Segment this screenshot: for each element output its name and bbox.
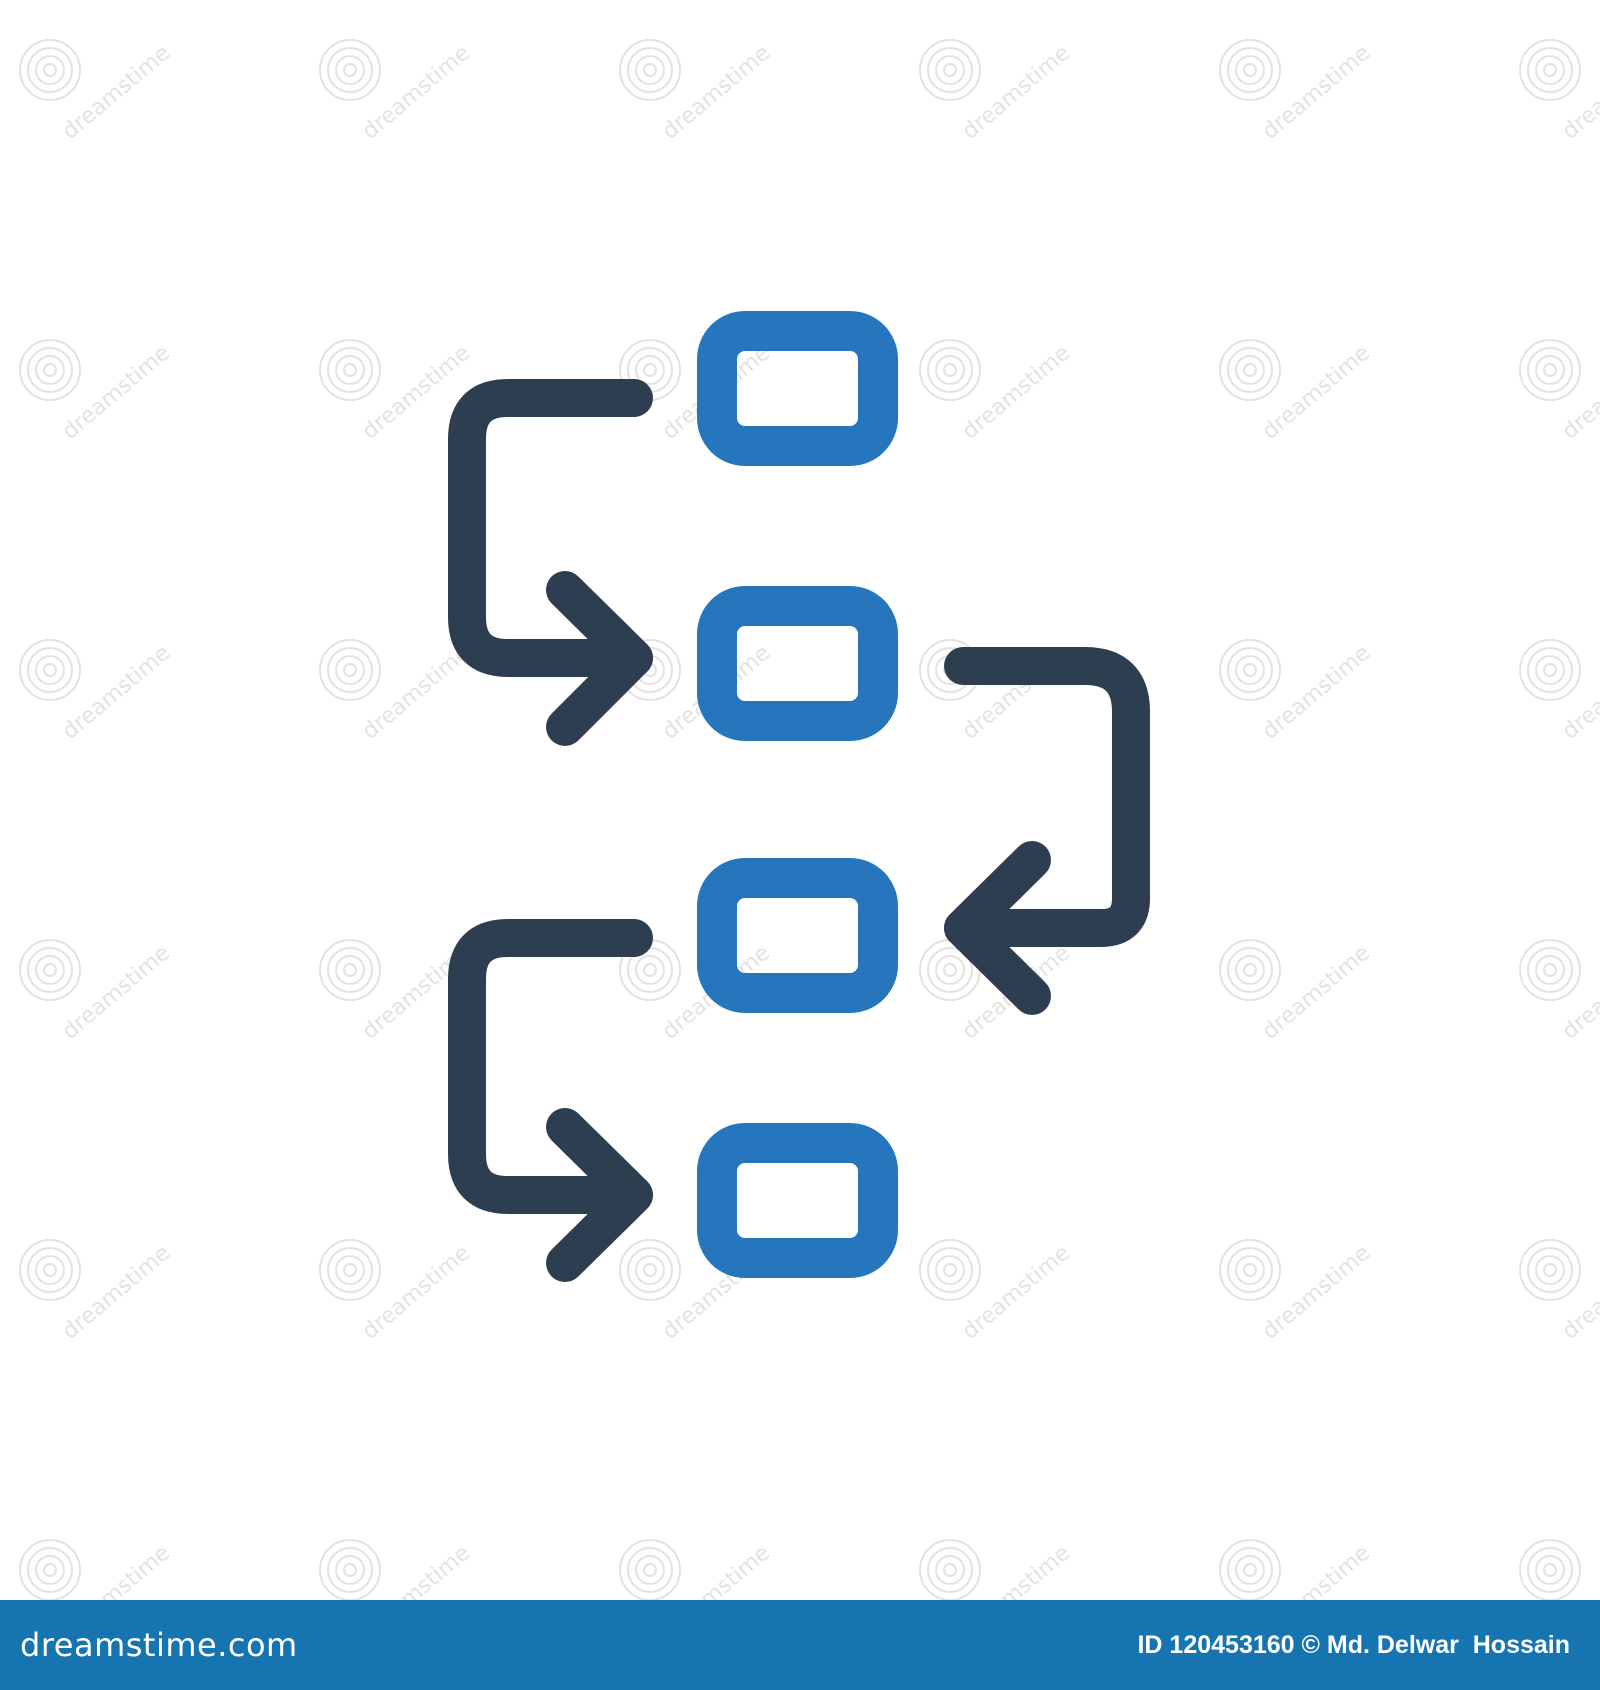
watermark-spiral: [1219, 1539, 1281, 1600]
watermark-spiral: [19, 1239, 81, 1301]
watermark-text: dreamstime: [58, 941, 175, 1045]
workflow-process-icon: [448, 311, 1150, 1282]
watermark-text: dreamstime: [58, 1541, 175, 1600]
watermark-text: dreamstime: [1558, 41, 1600, 145]
watermark-spiral: [919, 339, 981, 401]
step-2-to-3-arrow: [944, 647, 1150, 1015]
watermark-spiral: [1219, 1239, 1281, 1301]
watermark-spiral: [1219, 339, 1281, 401]
dreamstime-logo[interactable]: dreamstime.com: [20, 1626, 298, 1664]
watermark-text: dreamstime: [58, 1241, 175, 1345]
watermark-spiral: [319, 639, 381, 701]
watermark-spiral: [1219, 39, 1281, 101]
watermark-spiral: [1519, 639, 1581, 701]
step-3-to-4-arrow: [448, 919, 653, 1282]
watermark-layer: dreamstime dreamstime dreamstime dreamstime…: [19, 39, 1600, 1600]
watermark-spiral: [1219, 639, 1281, 701]
watermark-spiral: [19, 339, 81, 401]
watermark-spiral: [1519, 39, 1581, 101]
watermark-spiral: [319, 1239, 381, 1301]
watermark-spiral: [19, 1539, 81, 1600]
watermark-text: dreamstime: [358, 1241, 475, 1345]
watermark-text: dreamstime: [1258, 1541, 1375, 1600]
watermark-text: dreamstime: [58, 641, 175, 745]
watermark-text: dreamstime: [1258, 1241, 1375, 1345]
watermark-spiral: [919, 1239, 981, 1301]
watermark-text: dreamstime: [1558, 641, 1600, 745]
watermark-spiral: [19, 39, 81, 101]
watermark-spiral: [619, 1539, 681, 1600]
watermark-spiral: [1519, 339, 1581, 401]
watermark-spiral: [1519, 1239, 1581, 1301]
watermark-text: dreamstime: [958, 41, 1075, 145]
watermark-spiral: [319, 939, 381, 1001]
watermark-spiral: [319, 39, 381, 101]
watermark-spiral: [619, 39, 681, 101]
process-step-4-box: [697, 1123, 898, 1278]
watermark-spiral: [1519, 1539, 1581, 1600]
watermark-text: dreamstime: [58, 41, 175, 145]
watermark-text: dreamstime: [1258, 341, 1375, 445]
watermark-text: dreamstime: [1558, 941, 1600, 1045]
watermark-spiral: [1219, 939, 1281, 1001]
watermark-text: dreamstime: [358, 1541, 475, 1600]
watermark-text: dreamstime: [358, 41, 475, 145]
watermark-text: dreamstime: [58, 341, 175, 445]
watermark-text: dreamstime: [958, 1541, 1075, 1600]
process-step-3-box: [697, 858, 898, 1013]
watermark-text: dreamstime: [1258, 41, 1375, 145]
watermark-text: dreamstime: [658, 41, 775, 145]
watermark-text: dreamstime: [1258, 941, 1375, 1045]
stock-illustration: dreamstime dreamstime dreamstime dreamstime…: [19, 39, 1600, 1600]
watermark-spiral: [319, 1539, 381, 1600]
watermark-text: dreamstime: [658, 1541, 775, 1600]
stock-footer-bar: dreamstime.com ID 120453160 © Md. Delwar…: [0, 1600, 1600, 1690]
watermark-spiral: [619, 1239, 681, 1301]
watermark-text: dreamstime: [1558, 341, 1600, 445]
watermark-text: dreamstime: [958, 341, 1075, 445]
watermark-spiral: [319, 339, 381, 401]
watermark-text: dreamstime: [358, 641, 475, 745]
step-1-to-2-arrow: [448, 379, 653, 746]
watermark-spiral: [919, 1539, 981, 1600]
watermark-spiral: [919, 39, 981, 101]
process-step-1-box: [697, 311, 898, 466]
watermark-text: dreamstime: [1258, 641, 1375, 745]
watermark-spiral: [19, 939, 81, 1001]
watermark-spiral: [19, 639, 81, 701]
watermark-text: dreamstime: [1558, 1241, 1600, 1345]
image-credit: ID 120453160 © Md. Delwar Hossain: [1137, 1630, 1570, 1659]
process-step-2-box: [697, 586, 898, 741]
watermark-text: dreamstime: [958, 1241, 1075, 1345]
watermark-spiral: [1519, 939, 1581, 1001]
